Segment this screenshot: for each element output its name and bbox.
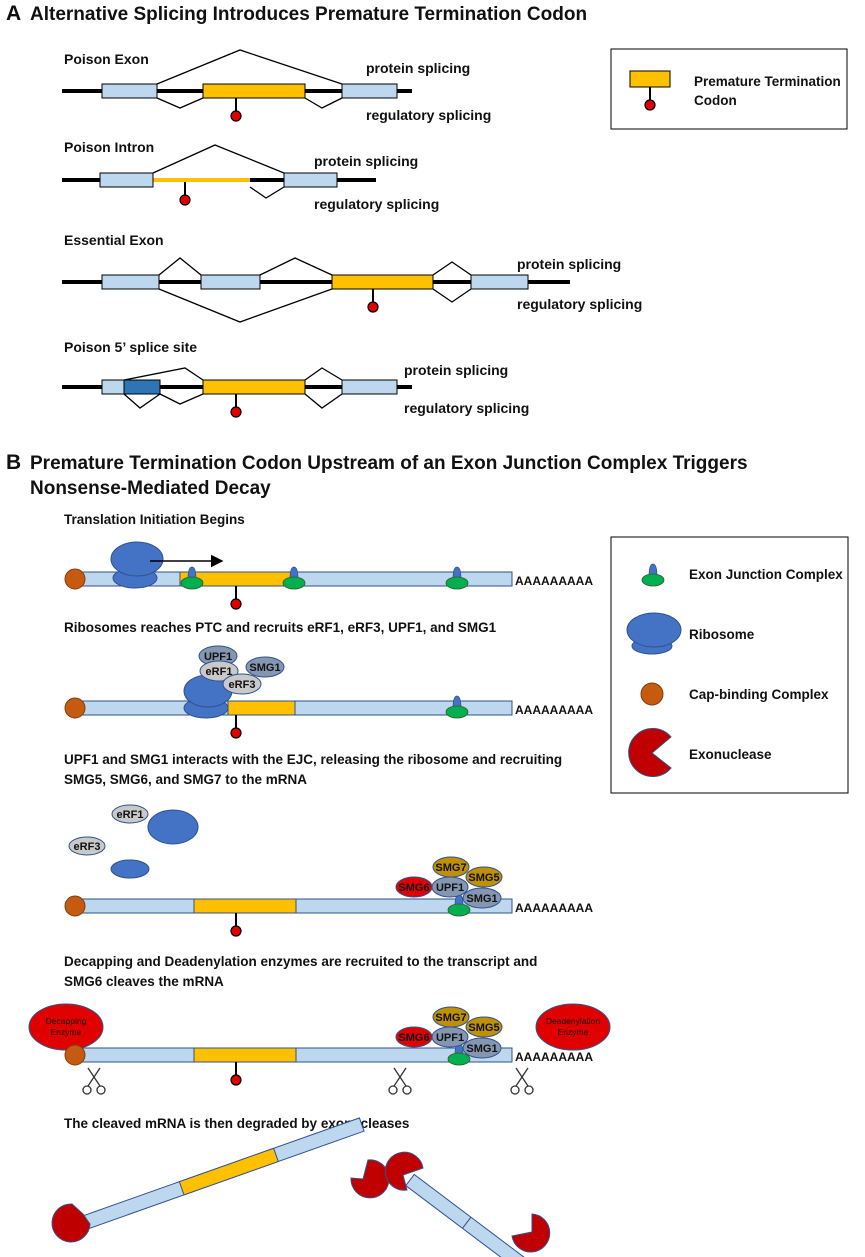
smg1-protein	[462, 1037, 502, 1059]
cap-legend-label: Cap-binding Complex	[689, 687, 829, 702]
erf3-protein	[222, 673, 262, 695]
poison-exon-diagram: Poison Exon protein splicing regulatory …	[62, 49, 491, 123]
step-upf1-smg1-ejc: UPF1 and SMG1 interacts with the EJC, re…	[64, 752, 593, 937]
step-3-label-line2: SMG5, SMG6, and SMG7 to the mRNA	[64, 772, 307, 787]
exonuclease-icon	[511, 1213, 551, 1253]
ribosome-legend-icon	[626, 612, 682, 648]
panel-b-title-line2: Nonsense-Mediated Decay	[30, 478, 271, 499]
ribosome-legend-label: Ribosome	[689, 627, 755, 642]
scissors-icon	[82, 1067, 106, 1095]
smg5-protein	[465, 1016, 503, 1038]
panel-a-letter: A	[6, 2, 21, 25]
essential-exon-protein-splicing: protein splicing	[517, 256, 621, 272]
smg5-label: SMG5	[468, 1022, 499, 1034]
poison-intron-protein-splicing: protein splicing	[314, 153, 418, 169]
panel-a-legend: Premature Termination Codon	[610, 48, 848, 130]
deadenylation-enzyme-label-line2: Enzyme	[558, 1027, 589, 1037]
step-3-label-line1: UPF1 and SMG1 interacts with the EJC, re…	[64, 752, 562, 767]
ptc-legend-line1: Premature Termination	[694, 74, 841, 89]
decapping-enzyme-label-line1: Decapping	[46, 1016, 87, 1026]
mrna-fragment-left	[75, 1117, 365, 1233]
erf3-protein	[68, 836, 106, 856]
step-1-label: Translation Initiation Begins	[64, 512, 245, 527]
upf1-protein	[431, 876, 469, 898]
mrna-fragment-right	[405, 1173, 529, 1257]
upf1-label: UPF1	[436, 882, 464, 894]
smg7-label: SMG7	[435, 862, 466, 874]
released-ribosome-small	[110, 859, 150, 879]
poison-intron-regulatory-splicing: regulatory splicing	[314, 196, 439, 212]
scissors-icon	[388, 1067, 412, 1095]
step-5-label: The cleaved mRNA is then degraded by exo…	[64, 1116, 409, 1131]
poison-exon-regulatory-splicing: regulatory splicing	[366, 107, 491, 123]
essential-exon-diagram: Essential Exon protein splicing regulato…	[62, 232, 642, 323]
cap-binding-icon	[64, 1044, 86, 1066]
poison-exon-label: Poison Exon	[64, 51, 149, 67]
poison-intron-label: Poison Intron	[64, 139, 154, 155]
step-translation-initiation: Translation Initiation Begins AAAAAAAAA	[64, 512, 593, 610]
ribosome-large-subunit	[110, 541, 164, 577]
deadenylation-enzyme	[535, 1003, 611, 1051]
poison-5-splice-site-diagram: Poison 5’ splice site protein splicing r…	[62, 339, 529, 418]
exonuclease-legend-icon	[628, 728, 672, 777]
ejc-legend-label: Exon Junction Complex	[689, 567, 843, 582]
smg1-label: SMG1	[466, 893, 497, 905]
step-4-label-line1: Decapping and Deadenylation enzymes are …	[64, 954, 537, 969]
cap-binding-icon	[64, 895, 86, 917]
smg5-label: SMG5	[468, 872, 499, 884]
polya-tail: AAAAAAAAA	[515, 703, 593, 717]
panel-b-title-line1: Premature Termination Codon Upstream of …	[30, 453, 748, 474]
smg5-protein	[465, 866, 503, 888]
polya-tail: AAAAAAAAA	[515, 1050, 593, 1064]
scissors-icon	[510, 1067, 534, 1095]
step-4-label-line2: SMG6 cleaves the mRNA	[64, 974, 224, 989]
decapping-enzyme-label-line2: Enzyme	[51, 1027, 82, 1037]
smg1-protein	[245, 656, 285, 678]
smg7-label: SMG7	[435, 1012, 466, 1024]
smg1-protein	[462, 887, 502, 909]
step-ribosome-reaches-ptc: Ribosomes reaches PTC and recruits eRF1,…	[64, 620, 593, 739]
erf3-label: eRF3	[229, 679, 256, 691]
upf1-label: UPF1	[204, 651, 232, 663]
poison-5-splice-site-protein-splicing: protein splicing	[404, 362, 508, 378]
deadenylation-enzyme-label-line1: Deadenylation	[546, 1016, 601, 1026]
panel-b-legend: Exon Junction Complex Ribosome Cap-bindi…	[610, 536, 849, 794]
erf1-protein	[111, 804, 149, 824]
smg6-label: SMG6	[398, 882, 429, 894]
poison-exon-protein-splicing: protein splicing	[366, 60, 470, 76]
essential-exon-regulatory-splicing: regulatory splicing	[517, 296, 642, 312]
polya-tail: AAAAAAAAA	[515, 574, 593, 588]
erf1-label: eRF1	[206, 666, 233, 678]
cap-binding-icon	[64, 697, 86, 719]
step-decapping-deadenylation: Decapping and Deadenylation enzymes are …	[28, 954, 611, 1095]
ptc-legend-swatch	[629, 70, 671, 88]
erf3-label: eRF3	[74, 841, 101, 853]
exonuclease-icon	[350, 1159, 390, 1199]
essential-exon-label: Essential Exon	[64, 232, 164, 248]
exonuclease-icon	[51, 1203, 91, 1243]
exonuclease-legend-label: Exonuclease	[689, 747, 772, 762]
smg1-label: SMG1	[249, 662, 280, 674]
poison-intron-diagram: Poison Intron protein splicing regulator…	[62, 139, 439, 212]
step-degradation: The cleaved mRNA is then degraded by exo…	[51, 1116, 551, 1257]
erf1-label: eRF1	[117, 809, 144, 821]
smg1-label: SMG1	[466, 1043, 497, 1055]
cap-binding-icon	[64, 568, 86, 590]
upf1-protein	[431, 1026, 469, 1048]
poison-5-splice-site-label: Poison 5’ splice site	[64, 339, 197, 355]
polya-tail: AAAAAAAAA	[515, 901, 593, 915]
exonuclease-icon	[384, 1151, 424, 1191]
erf1-protein	[199, 660, 239, 682]
upf1-label: UPF1	[436, 1032, 464, 1044]
smg6-label: SMG6	[398, 1032, 429, 1044]
poison-5-splice-site-regulatory-splicing: regulatory splicing	[404, 400, 529, 416]
cap-legend-icon	[640, 682, 664, 706]
panel-a-title: Alternative Splicing Introduces Prematur…	[30, 4, 587, 25]
ptc-legend-line2: Codon	[694, 93, 737, 108]
panel-b-letter: B	[6, 451, 21, 474]
step-2-label: Ribosomes reaches PTC and recruits eRF1,…	[64, 620, 497, 635]
released-ribosome-large	[147, 809, 199, 845]
